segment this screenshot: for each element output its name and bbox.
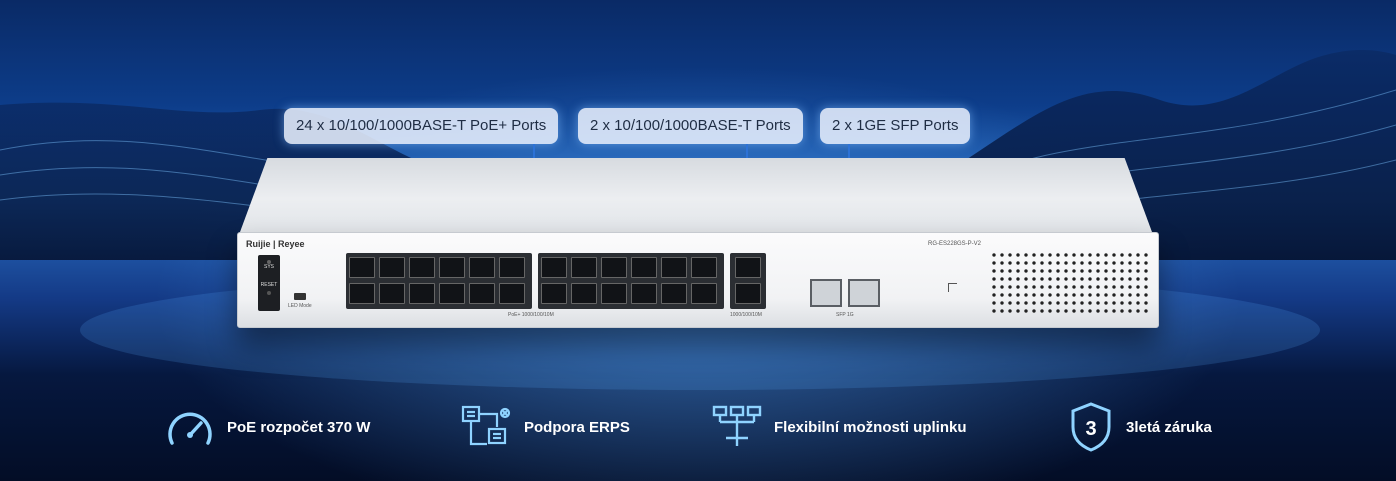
- rj45-port[interactable]: [439, 257, 465, 278]
- rj45-port[interactable]: [409, 257, 435, 278]
- brand-logo: Ruijie | Reyee: [246, 239, 305, 249]
- sfp-port[interactable]: [848, 279, 880, 307]
- reset-label: RESET: [260, 282, 278, 288]
- rj45-port[interactable]: [571, 283, 597, 304]
- rj45-port[interactable]: [601, 283, 627, 304]
- rj45-port[interactable]: [691, 283, 717, 304]
- sys-led-label: SYS: [263, 264, 274, 270]
- rj45-port[interactable]: [691, 257, 717, 278]
- sfp-port[interactable]: [810, 279, 842, 307]
- feature-poe-budget: PoE rozpočet 370 W: [165, 402, 370, 452]
- warranty-years-badge: 3: [1085, 418, 1096, 440]
- callout-rj45-uplink-ports: 2 x 10/100/1000BASE-T Ports: [578, 108, 803, 144]
- rj45-port[interactable]: [379, 283, 405, 304]
- feature-label: Podpora ERPS: [524, 418, 630, 436]
- status-led-panel: SYS RESET: [258, 255, 280, 311]
- erps-topology-icon: [461, 405, 511, 446]
- rj45-port[interactable]: [661, 257, 687, 278]
- led-mode-label: LED Mode: [288, 303, 312, 309]
- screw-mark-icon: [948, 283, 957, 292]
- rj45-port[interactable]: [349, 283, 375, 304]
- reset-button[interactable]: [267, 291, 271, 295]
- rj45-port[interactable]: [661, 283, 687, 304]
- feature-uplink: Flexibilní možnosti uplinku: [712, 402, 967, 452]
- rj45-port[interactable]: [409, 283, 435, 304]
- ventilation-grille: [990, 251, 1148, 313]
- rj45-port[interactable]: [469, 257, 495, 278]
- rj45-uplink-port[interactable]: [735, 283, 761, 304]
- network-tree-icon: [712, 405, 762, 446]
- led-mode-switch[interactable]: [294, 293, 306, 300]
- uplink-ports-label: 1000/100/10M: [730, 312, 762, 318]
- feature-erps: Podpora ERPS: [460, 402, 630, 452]
- rj45-port[interactable]: [541, 283, 567, 304]
- switch-front-panel: Ruijie | Reyee RG-ES228GS-P-V2 SYS RESET…: [237, 232, 1159, 328]
- rj45-port[interactable]: [469, 283, 495, 304]
- rj45-port[interactable]: [349, 257, 375, 278]
- poe-port-block-2: [538, 253, 724, 309]
- model-number: RG-ES228GS-P-V2: [928, 241, 982, 247]
- callout-sfp-ports: 2 x 1GE SFP Ports: [820, 108, 971, 144]
- rj45-port[interactable]: [541, 257, 567, 278]
- shield-3-icon: 3: [1071, 402, 1111, 452]
- feature-warranty: 3 3letá záruka: [1068, 402, 1212, 452]
- feature-label: PoE rozpočet 370 W: [227, 418, 371, 436]
- rj45-port[interactable]: [601, 257, 627, 278]
- feature-label: Flexibilní možnosti uplinku: [774, 418, 967, 436]
- rj45-port[interactable]: [631, 257, 657, 278]
- rj45-port[interactable]: [499, 283, 525, 304]
- rj45-uplink-port[interactable]: [735, 257, 761, 278]
- rj45-port[interactable]: [571, 257, 597, 278]
- poe-ports-label: PoE+ 1000/100/10M: [508, 312, 554, 318]
- rj45-port[interactable]: [631, 283, 657, 304]
- switch-chassis-top: [240, 158, 1152, 232]
- rj45-port[interactable]: [439, 283, 465, 304]
- callout-poe-ports: 24 x 10/100/1000BASE-T PoE+ Ports: [284, 108, 559, 144]
- poe-port-block-1: [346, 253, 532, 309]
- sfp-ports-label: SFP 1G: [836, 312, 854, 318]
- sys-led-icon: [267, 260, 271, 264]
- rj45-port[interactable]: [499, 257, 525, 278]
- uplink-port-block: [730, 253, 766, 309]
- feature-label: 3letá záruka: [1126, 418, 1212, 436]
- rj45-port[interactable]: [379, 257, 405, 278]
- speedometer-icon: [168, 412, 212, 445]
